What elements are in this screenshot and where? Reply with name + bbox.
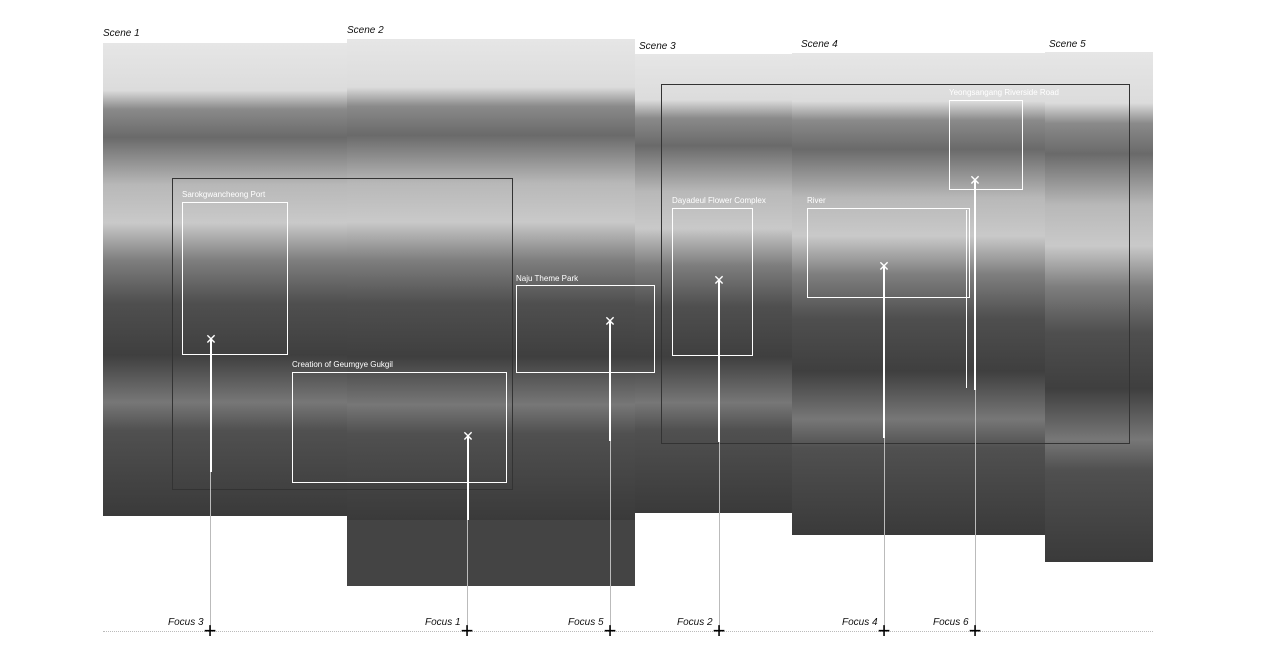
focus-label: Focus 2 [677, 617, 713, 628]
focus-line [210, 339, 212, 472]
place-label: River [807, 196, 826, 205]
place-label: Sarokgwancheong Port [182, 190, 266, 199]
x-marker-icon: ✕ [604, 313, 616, 329]
plus-marker-icon: + [968, 618, 982, 643]
scene-1-photo [103, 43, 361, 516]
place-label: Dayadeul Flower Complex [672, 196, 766, 205]
plus-marker-icon: + [712, 618, 726, 643]
plus-marker-icon: + [877, 618, 891, 643]
x-marker-icon: ✕ [713, 272, 725, 288]
place-box [182, 202, 288, 355]
plus-marker-icon: + [203, 618, 217, 643]
focus-line [883, 266, 885, 438]
x-marker-icon: ✕ [205, 331, 217, 347]
scene-label: Scene 4 [801, 39, 838, 50]
place-box [292, 372, 507, 483]
place-box [949, 100, 1023, 190]
guide-line [467, 480, 468, 630]
focus-line [966, 210, 967, 388]
area-frame [661, 84, 1130, 444]
scene-label: Scene 3 [639, 41, 676, 52]
area-frame [172, 178, 513, 490]
place-label: Naju Theme Park [516, 274, 579, 283]
focus-label: Focus 5 [568, 617, 604, 628]
x-marker-icon: ✕ [878, 258, 890, 274]
scene-label: Scene 1 [103, 28, 140, 39]
scene-5-photo [1045, 52, 1153, 562]
focus-label: Focus 1 [425, 617, 461, 628]
scene-label: Scene 2 [347, 25, 384, 36]
plus-marker-icon: + [603, 618, 617, 643]
focus-line [609, 321, 611, 441]
focus-line [974, 180, 976, 390]
focus-label: Focus 3 [168, 617, 204, 628]
place-label: Creation of Geumgye Gukgil [292, 360, 393, 369]
place-box [516, 285, 655, 373]
focus-line [718, 280, 720, 442]
place-box [672, 208, 753, 356]
x-marker-icon: ✕ [969, 172, 981, 188]
guide-line [210, 470, 211, 630]
guide-line [884, 436, 885, 630]
scene-2-photo [347, 39, 635, 586]
place-box [807, 208, 970, 298]
guide-line [719, 440, 720, 630]
focus-line [467, 436, 469, 520]
focus-label: Focus 6 [933, 617, 969, 628]
guide-line [975, 390, 976, 630]
plus-marker-icon: + [460, 618, 474, 643]
x-marker-icon: ✕ [462, 428, 474, 444]
guide-line [610, 430, 611, 630]
scene-label: Scene 5 [1049, 39, 1086, 50]
focus-label: Focus 4 [842, 617, 878, 628]
baseline [103, 631, 1153, 632]
scene-4-photo [792, 53, 1045, 535]
place-label: Yeongsangang Riverside Road [949, 88, 1060, 97]
